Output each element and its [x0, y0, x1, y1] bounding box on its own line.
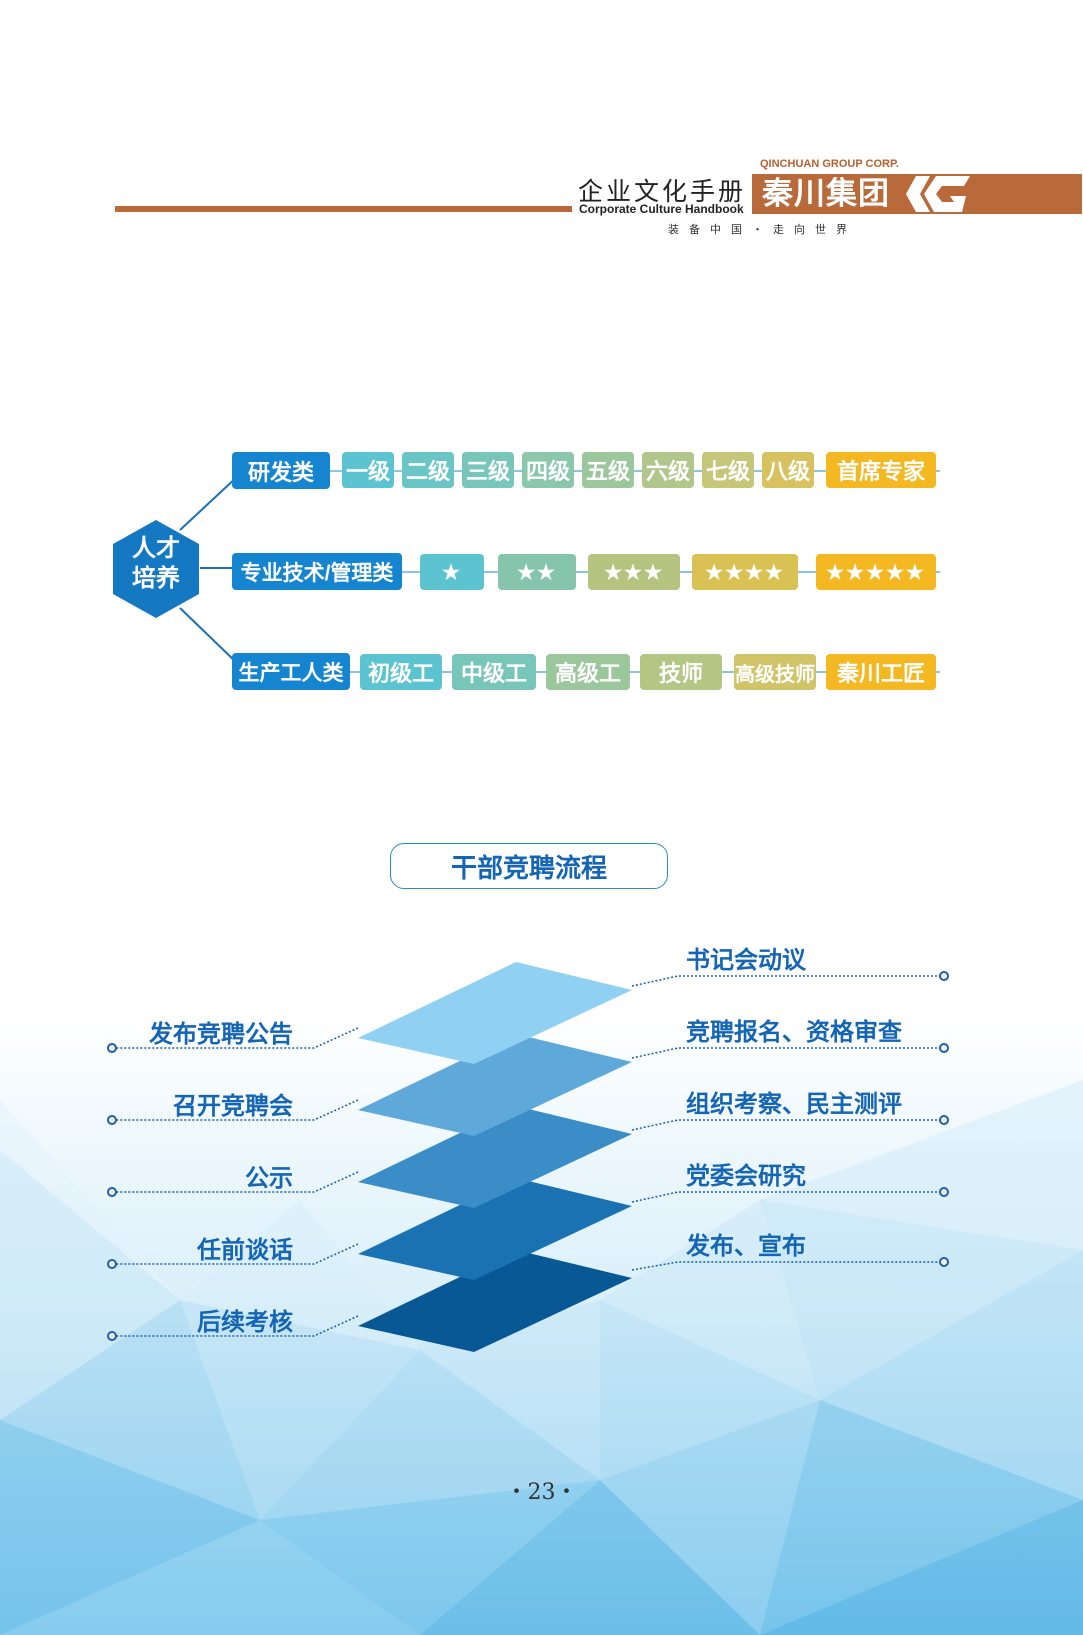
slogan: 装备中国・走向世界 — [668, 223, 857, 236]
level-7: 七级 — [702, 452, 754, 488]
level-5: 五级 — [582, 452, 634, 488]
handbook-title-cn: 企业文化手册 — [578, 177, 747, 206]
step-public-notice: 公示 — [245, 1165, 293, 1192]
layer-2 — [358, 1034, 632, 1136]
header-rule — [115, 206, 572, 212]
rank-3-star: ★★★ — [588, 554, 680, 590]
step-inspection-evaluation: 组织考察、民主测评 — [686, 1091, 902, 1118]
page-number: ・23・ — [505, 1480, 578, 1505]
category-professional-management: 专业技术/管理类 — [232, 553, 402, 590]
step-follow-up-assessment: 后续考核 — [197, 1309, 293, 1336]
handbook-title-en: Corporate Culture Handbook — [579, 202, 744, 216]
rank-5-star: ★★★★★ — [816, 554, 936, 590]
worker-senior: 高级工 — [546, 654, 630, 690]
level-1: 一级 — [342, 452, 394, 488]
company-logo-icon — [906, 176, 970, 212]
level-8: 八级 — [762, 452, 814, 488]
process-title: 干部竞聘流程 — [390, 843, 668, 889]
layer-3 — [358, 1106, 632, 1208]
worker-technician: 技师 — [640, 654, 722, 690]
rank-2-star: ★★ — [498, 554, 576, 590]
step-publish-announcement: 发布竞聘公告 — [149, 1021, 293, 1048]
worker-junior: 初级工 — [360, 654, 442, 690]
level-4: 四级 — [522, 452, 574, 488]
talent-root-label: 人才 培养 — [132, 535, 180, 592]
layer-5 — [358, 1250, 632, 1352]
level-6: 六级 — [642, 452, 694, 488]
category-production-workers: 生产工人类 — [232, 653, 350, 690]
worker-intermediate: 中级工 — [452, 654, 536, 690]
rank-4-star: ★★★★ — [692, 554, 798, 590]
worker-qinchuan-craftsman: 秦川工匠 — [826, 654, 936, 690]
layer-4 — [358, 1178, 632, 1280]
step-pre-appointment-talk: 任前谈话 — [197, 1237, 293, 1264]
step-release-announce: 发布、宣布 — [686, 1233, 806, 1260]
level-3: 三级 — [462, 452, 514, 488]
worker-senior-technician: 高级技师 — [734, 654, 816, 690]
level-chief-expert: 首席专家 — [826, 452, 936, 488]
category-rd: 研发类 — [232, 452, 330, 489]
step-registration-qualification: 竞聘报名、资格审查 — [686, 1019, 902, 1046]
step-party-committee-study: 党委会研究 — [686, 1163, 806, 1190]
rank-1-star: ★ — [420, 554, 484, 590]
step-secretary-proposal: 书记会动议 — [686, 947, 806, 974]
level-2: 二级 — [402, 452, 454, 488]
corp-name-cn: 秦川集团 — [762, 176, 890, 212]
step-hold-competition-meeting: 召开竞聘会 — [173, 1093, 293, 1120]
layer-1 — [358, 962, 632, 1064]
corp-name-en: QINCHUAN GROUP CORP. — [760, 158, 899, 170]
talent-root-hexagon — [113, 520, 199, 618]
